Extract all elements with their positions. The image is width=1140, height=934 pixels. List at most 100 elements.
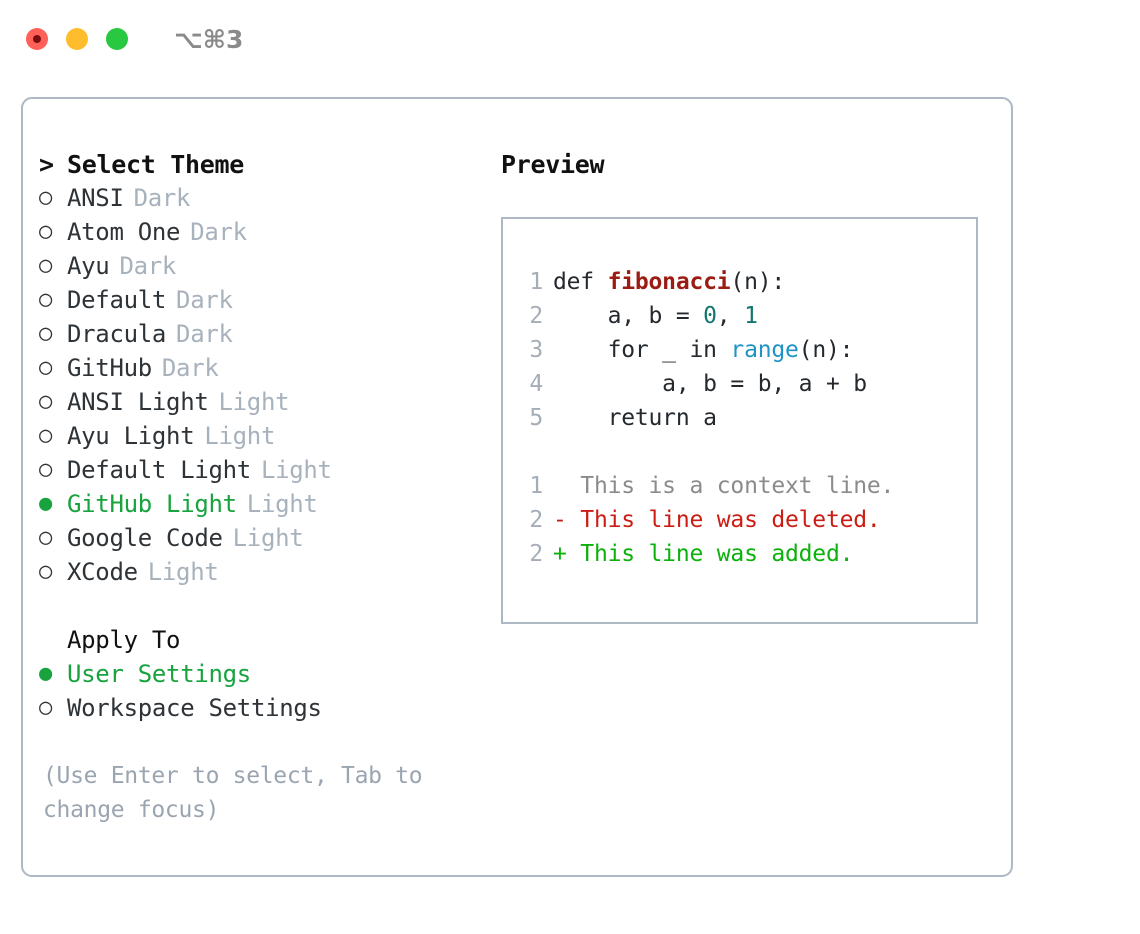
theme-option-default[interactable]: ○ Default Dark — [39, 283, 485, 317]
code-token: fibonacci — [607, 269, 731, 295]
theme-variant-badge: Dark — [176, 286, 233, 314]
theme-variant-badge: Light — [260, 456, 332, 484]
diff-text: This is a context line. — [580, 473, 895, 499]
theme-name: GitHub Light — [67, 490, 237, 518]
radio-unselected-icon: ○ — [39, 185, 52, 210]
apply-to-option-user-settings[interactable]: ●User Settings — [39, 657, 485, 691]
apply-to-label-text: User Settings — [67, 660, 251, 688]
code-token: for _ in — [553, 337, 731, 363]
theme-option-ansi-light[interactable]: ○ ANSI Light Light — [39, 385, 485, 419]
radio-selected-icon: ● — [39, 491, 52, 516]
theme-variant-badge: Dark — [190, 218, 247, 246]
code-token: a, b = — [553, 303, 704, 329]
apply-to-option-workspace-settings[interactable]: ○ Workspace Settings — [39, 691, 485, 725]
code-spacer — [521, 435, 976, 469]
spacer — [39, 589, 485, 623]
preview-header: Preview — [501, 149, 605, 179]
apply-to-label-text: Workspace Settings — [67, 694, 322, 722]
radio-unselected-icon: ○ — [39, 253, 52, 278]
theme-variant-badge: Light — [147, 558, 219, 586]
theme-variant-badge: Light — [246, 490, 318, 518]
code-token: 0 — [703, 303, 717, 329]
keyboard-hint: (Use Enter to select, Tab to change focu… — [43, 763, 423, 823]
radio-unselected-icon: ○ — [39, 423, 52, 448]
minimize-window-button[interactable] — [66, 28, 88, 50]
theme-name: ANSI Light — [67, 388, 209, 416]
line-number: 5 — [529, 405, 543, 431]
radio-unselected-icon: ○ — [39, 695, 52, 720]
theme-name: Dracula — [67, 320, 167, 348]
line-number: 3 — [529, 337, 543, 363]
theme-option-ayu[interactable]: ○ Ayu Dark — [39, 249, 485, 283]
diff-line-add: 2 + This line was added. — [521, 537, 976, 571]
diff-text: This line was deleted. — [580, 507, 881, 533]
apply-to-list: ●User Settings ○ Workspace Settings — [39, 657, 485, 725]
radio-unselected-icon: ○ — [39, 287, 52, 312]
theme-name: Default Light — [67, 456, 251, 484]
theme-variant-badge: Light — [218, 388, 290, 416]
code-token: (n): — [798, 337, 854, 363]
apply-to-label: Apply To — [67, 626, 181, 654]
code-token: , — [716, 303, 745, 329]
code-line: 2 a, b = 0, 1 — [521, 299, 976, 333]
theme-option-xcode[interactable]: ○ XCode Light — [39, 555, 485, 589]
apply-to-header: ○ Apply To — [39, 623, 485, 657]
keyboard-shortcut-label: ⌥⌘3 — [174, 24, 244, 54]
radio-unselected-icon: ○ — [39, 389, 52, 414]
theme-option-google-code[interactable]: ○ Google Code Light — [39, 521, 485, 555]
theme-name: GitHub — [67, 354, 152, 382]
code-token: return a — [553, 405, 717, 431]
line-number: 1 — [529, 473, 543, 499]
theme-name: Ayu — [67, 252, 110, 280]
theme-option-dracula[interactable]: ○ Dracula Dark — [39, 317, 485, 351]
theme-name: Atom One — [67, 218, 181, 246]
theme-name: Google Code — [67, 524, 223, 552]
diff-marker — [553, 473, 580, 499]
radio-unselected-icon: ○ — [39, 321, 52, 346]
radio-unselected-icon: ○ — [39, 525, 52, 550]
radio-unselected-icon: ○ — [39, 559, 52, 584]
diff-line-del: 2- This line was deleted. — [521, 503, 976, 537]
window-controls — [26, 28, 128, 50]
code-token: 1 — [744, 303, 758, 329]
radio-unselected-icon: ○ — [39, 457, 52, 482]
line-number: 1 — [529, 269, 543, 295]
diff-line-ctx: 1 This is a context line. — [521, 469, 976, 503]
theme-option-github-light[interactable]: ● GitHub Light Light — [39, 487, 485, 521]
diff-marker: - — [553, 507, 581, 533]
theme-name: Default — [67, 286, 167, 314]
code-line: 1 def fibonacci(n): — [521, 265, 976, 299]
diff-marker: + — [553, 541, 581, 567]
theme-variant-badge: Light — [204, 422, 276, 450]
spacer-bullet: ○ — [39, 629, 67, 651]
line-number: 2 — [529, 541, 543, 567]
theme-variant-badge: Dark — [176, 320, 233, 348]
theme-name: Ayu Light — [67, 422, 195, 450]
close-window-button[interactable] — [26, 28, 48, 50]
code-token: range — [730, 337, 799, 363]
theme-name: XCode — [67, 558, 138, 586]
code-line: 4 a, b = b, a + b — [521, 367, 976, 401]
code-token: def — [553, 269, 608, 295]
diff-sample: 1 This is a context line.2- This line wa… — [521, 469, 976, 571]
code-token: (n): — [730, 269, 786, 295]
line-number: 2 — [529, 507, 543, 533]
maximize-window-button[interactable] — [106, 28, 128, 50]
code-token: a, b = b, a + b — [553, 371, 867, 397]
theme-variant-badge: Dark — [119, 252, 177, 280]
theme-option-default-light[interactable]: ○ Default Light Light — [39, 453, 485, 487]
prompt-caret-icon: > — [39, 149, 54, 179]
title-bar: ⌥⌘3 — [0, 0, 1140, 78]
theme-variant-badge: Light — [232, 524, 304, 552]
line-number: 2 — [529, 303, 543, 329]
diff-text: This line was added. — [580, 541, 854, 567]
theme-option-ayu-light[interactable]: ○ Ayu Light Light — [39, 419, 485, 453]
